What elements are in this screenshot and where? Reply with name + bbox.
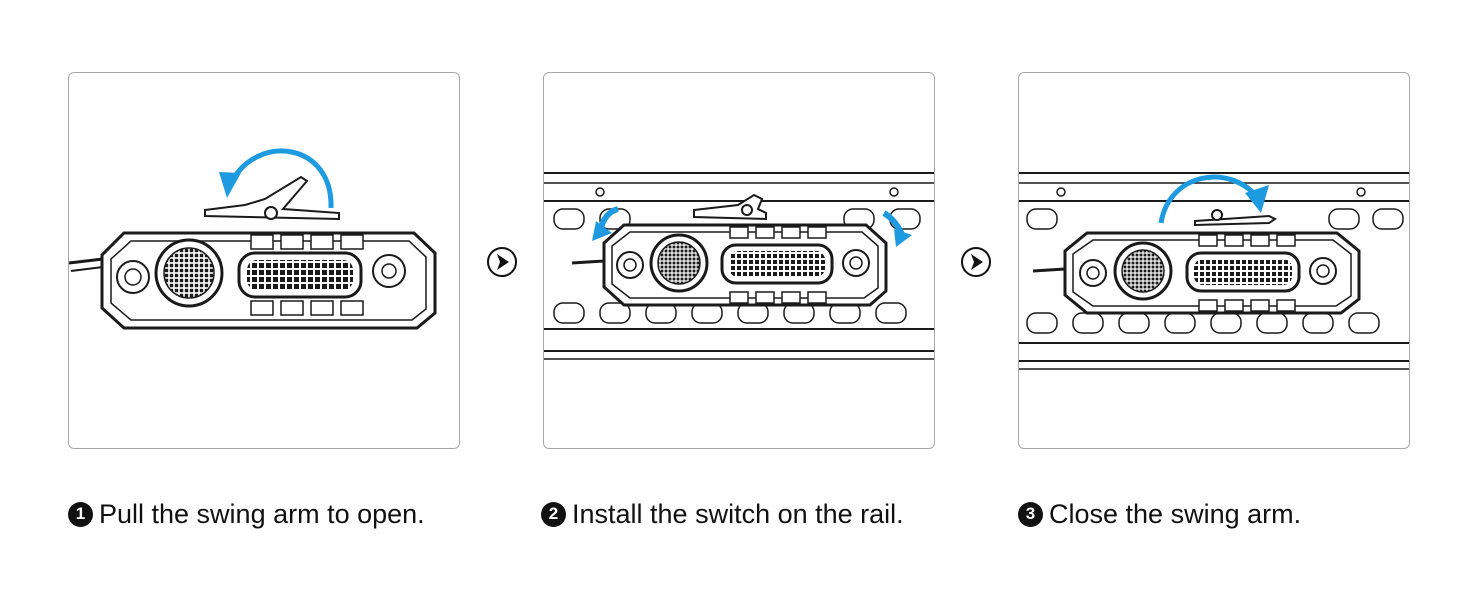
step-1-illustration — [68, 72, 460, 449]
step-3-illustration — [1018, 72, 1410, 449]
step-1-caption: 1 Pull the swing arm to open. — [68, 497, 425, 531]
switch-mounting-on-rail — [544, 172, 934, 360]
switch-closed-on-rail — [1019, 172, 1409, 370]
next-step-chevron-icon — [486, 246, 518, 278]
step-number-badge: 2 — [541, 501, 566, 527]
step-number-badge: 3 — [1018, 501, 1043, 527]
step-caption-text: Close the swing arm. — [1049, 498, 1302, 529]
pressure-switch-open-arm — [69, 148, 437, 330]
step-2-caption: 2 Install the switch on the rail. — [541, 497, 904, 531]
step-caption-text: Pull the swing arm to open. — [99, 498, 425, 529]
step-caption-text: Install the switch on the rail. — [572, 498, 904, 529]
step-number-badge: 1 — [68, 501, 93, 527]
next-step-chevron-icon — [960, 246, 992, 278]
step-3-caption: 3 Close the swing arm. — [1018, 497, 1301, 531]
step-2-illustration — [543, 72, 935, 449]
